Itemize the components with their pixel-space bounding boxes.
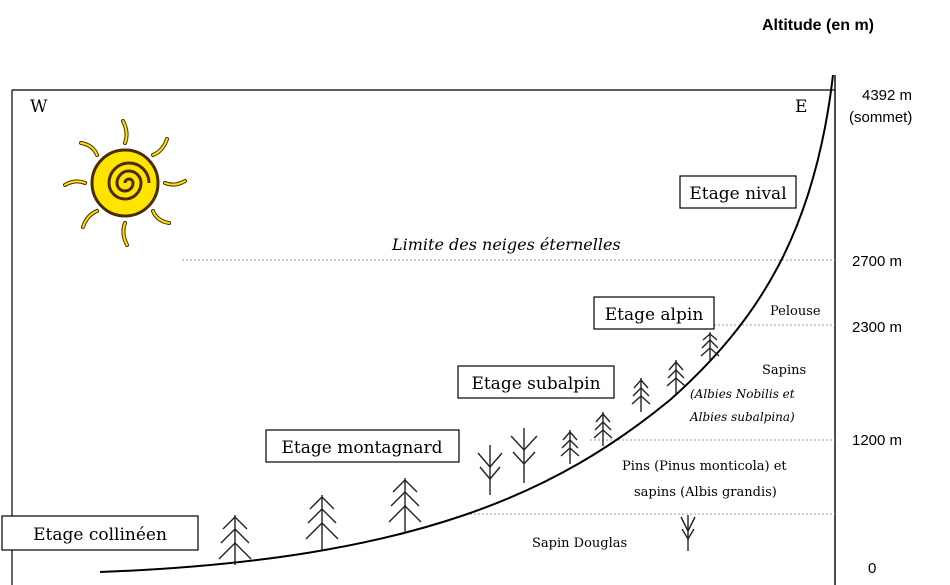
pins-label-2: sapins (Albis grandis) <box>634 485 777 500</box>
diagram-frame <box>11 89 835 585</box>
trees <box>218 332 720 565</box>
tick-summit: (sommet) <box>849 109 912 126</box>
tick-0: 0 <box>868 560 876 577</box>
tick-2700: 2700 m <box>852 253 902 270</box>
pins-label-1: Pins (Pinus monticola) et <box>622 459 787 474</box>
mountain-profile <box>99 74 834 573</box>
tick-2300: 2300 m <box>852 319 902 336</box>
axis-title: Altitude (en m) <box>762 17 874 34</box>
stage-box-montagnard: Etage montagnard <box>265 429 460 463</box>
snow-line-label: Limite des neiges éternelles <box>391 235 621 254</box>
stage-box-subalpin: Etage subalpin <box>457 365 615 399</box>
tree-broad <box>477 445 503 495</box>
stage-label-alpin: Etage alpin <box>605 305 704 325</box>
tree-small <box>666 360 686 394</box>
tree-small <box>700 332 720 360</box>
tree-conifer <box>388 478 422 533</box>
tree-small <box>631 378 651 412</box>
tree-small <box>593 412 613 446</box>
tree-douglas <box>680 515 696 551</box>
west-label: W <box>30 97 48 117</box>
sun-icon <box>63 119 187 247</box>
douglas-label: Sapin Douglas <box>532 536 627 551</box>
stage-label-subalpin: Etage subalpin <box>471 374 600 394</box>
sapins-species-2: Albies subalpina) <box>689 410 795 424</box>
tree-conifer <box>305 495 339 550</box>
stage-label-nival: Etage nival <box>689 184 786 204</box>
stage-label-montagnard: Etage montagnard <box>282 438 443 458</box>
sapins-species-1: (Albies Nobilis et <box>690 387 795 401</box>
pelouse-label: Pelouse <box>770 304 821 319</box>
sapins-label: Sapins <box>762 363 806 378</box>
tick-4392: 4392 m <box>862 87 912 104</box>
east-label: E <box>795 97 807 117</box>
tree-broad <box>510 428 538 483</box>
stage-box-alpin: Etage alpin <box>593 296 715 330</box>
tick-1200: 1200 m <box>852 432 902 449</box>
tree-small <box>560 430 580 464</box>
stage-label-collineen: Etage collinéen <box>33 525 167 545</box>
tree-conifer <box>218 515 252 565</box>
stage-box-nival: Etage nival <box>679 175 797 209</box>
stage-box-collineen: Etage collinéen <box>1 515 199 551</box>
